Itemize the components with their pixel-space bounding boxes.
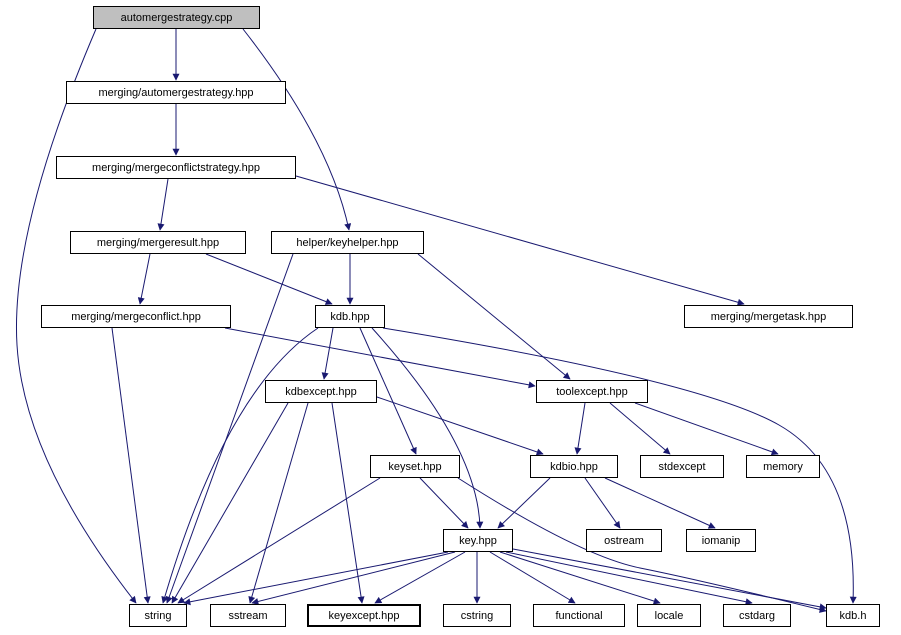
include-edge-toolex-to-kdbio	[574, 402, 586, 455]
include-edge-keyset-to-kdbh	[457, 477, 827, 613]
graph-node-keyex[interactable]: keyexcept.hpp	[307, 604, 421, 627]
include-edge-toolex-to-mem	[634, 402, 779, 456]
include-edge-mr-to-mc	[137, 253, 151, 305]
include-edge-key-to-functional	[489, 551, 576, 604]
graph-node-kh[interactable]: helper/keyhelper.hpp	[271, 231, 424, 254]
include-edge-kdbex-to-keyex	[331, 402, 365, 604]
graph-node-kdbhpp[interactable]: kdb.hpp	[315, 305, 385, 328]
include-edge-kdbio-to-key	[497, 477, 551, 529]
include-edge-mcs-to-mt	[295, 175, 745, 306]
include-edge-kdbhpp-to-string	[161, 327, 319, 604]
include-edge-keyset-to-string	[177, 477, 381, 604]
graph-node-cstring: cstring	[443, 604, 511, 627]
include-edge-kdbhpp-to-kdbh	[382, 327, 857, 604]
graph-node-mc[interactable]: merging/mergeconflict.hpp	[41, 305, 231, 328]
include-edge-kdbhpp-to-key	[371, 327, 484, 529]
graph-node-toolex[interactable]: toolexcept.hpp	[536, 380, 648, 403]
graph-node-iomanip: iomanip	[686, 529, 756, 552]
include-edge-kdbio-to-ostream	[584, 477, 621, 529]
include-edge-toolex-to-stdex	[609, 402, 671, 455]
include-edge-key-to-cstdarg	[505, 551, 753, 606]
include-edge-mc-to-string	[111, 327, 151, 604]
graph-node-locale: locale	[637, 604, 701, 627]
graph-node-kdbex[interactable]: kdbexcept.hpp	[265, 380, 377, 403]
graph-node-kdbh[interactable]: kdb.h	[826, 604, 880, 627]
include-edge-keyset-to-key	[419, 477, 469, 529]
include-edge-key-to-locale	[499, 551, 661, 605]
include-edge-kdbex-to-kdbio	[376, 396, 544, 456]
include-edge-kh-to-toolex	[417, 253, 571, 380]
graph-node-key[interactable]: key.hpp	[443, 529, 513, 552]
graph-node-functional: functional	[533, 604, 625, 627]
include-edge-mcs-to-mr	[157, 178, 169, 231]
graph-node-mr[interactable]: merging/mergeresult.hpp	[70, 231, 246, 254]
graph-node-string: string	[129, 604, 187, 627]
include-edge-cpp-to-string	[16, 28, 137, 604]
graph-node-kdbio[interactable]: kdbio.hpp	[530, 455, 618, 478]
include-edge-kh-to-string	[165, 253, 294, 604]
include-edge-kdbex-to-sstream	[248, 402, 309, 604]
include-edge-kdbhpp-to-keyset	[359, 327, 417, 455]
include-edge-kdbex-to-string	[171, 402, 289, 604]
graph-node-stdex: stdexcept	[640, 455, 724, 478]
include-edge-key-to-keyex	[374, 551, 466, 604]
graph-node-keyset[interactable]: keyset.hpp	[370, 455, 460, 478]
graph-node-sstream: sstream	[210, 604, 286, 627]
graph-node-amshpp[interactable]: merging/automergestrategy.hpp	[66, 81, 286, 104]
graph-node-mem: memory	[746, 455, 820, 478]
include-edge-kdbhpp-to-kdbex	[321, 327, 334, 380]
graph-node-cpp: automergestrategy.cpp	[93, 6, 260, 29]
include-edge-kdbio-to-iomanip	[604, 477, 716, 529]
graph-node-mcs[interactable]: merging/mergeconflictstrategy.hpp	[56, 156, 296, 179]
graph-node-cstdarg: cstdarg	[723, 604, 791, 627]
include-edge-key-to-sstream	[251, 551, 456, 605]
include-edge-key-to-string	[183, 551, 449, 606]
include-edge-key-to-kdbh	[512, 548, 827, 611]
edges-group	[16, 28, 857, 613]
graph-node-mt[interactable]: merging/mergetask.hpp	[684, 305, 853, 328]
graph-node-ostream: ostream	[586, 529, 662, 552]
include-edge-mc-to-toolex	[224, 327, 536, 389]
include-edge-mr-to-kdbhpp	[205, 253, 333, 305]
include-edge-cpp-to-kh	[242, 28, 352, 231]
